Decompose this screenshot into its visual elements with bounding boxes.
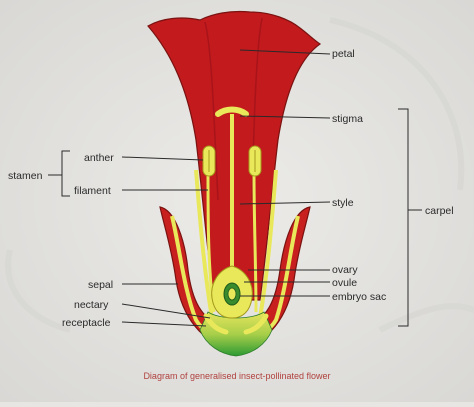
label-anther: anther — [84, 152, 114, 164]
receptacle — [199, 311, 273, 357]
label-receptacle: receptacle — [62, 317, 111, 329]
label-embryo-sac: embryo sac — [332, 291, 386, 303]
petal-inner-wall — [194, 169, 214, 319]
embryo-sac — [227, 287, 237, 301]
label-petal: petal — [332, 48, 355, 60]
stigma — [215, 106, 249, 117]
nectary — [243, 313, 269, 335]
label-sepal: sepal — [88, 279, 113, 291]
figure-caption: Diagram of generalised insect-pollinated… — [143, 371, 330, 381]
label-ovule: ovule — [332, 277, 357, 289]
nectary — [203, 313, 229, 335]
label-style: style — [332, 197, 354, 209]
sepal — [159, 206, 311, 351]
petal-shading — [204, 21, 219, 201]
label-carpel: carpel — [425, 205, 454, 217]
label-filament: filament — [74, 185, 111, 197]
filament — [252, 173, 258, 313]
petal-inner-wall — [258, 169, 278, 319]
label-ovary: ovary — [332, 264, 358, 276]
label-stamen: stamen — [8, 170, 43, 182]
leader-lines — [48, 49, 422, 327]
bleed-through-marks — [5, 17, 474, 333]
label-stigma: stigma — [332, 113, 363, 125]
label-nectary: nectary — [74, 299, 109, 311]
